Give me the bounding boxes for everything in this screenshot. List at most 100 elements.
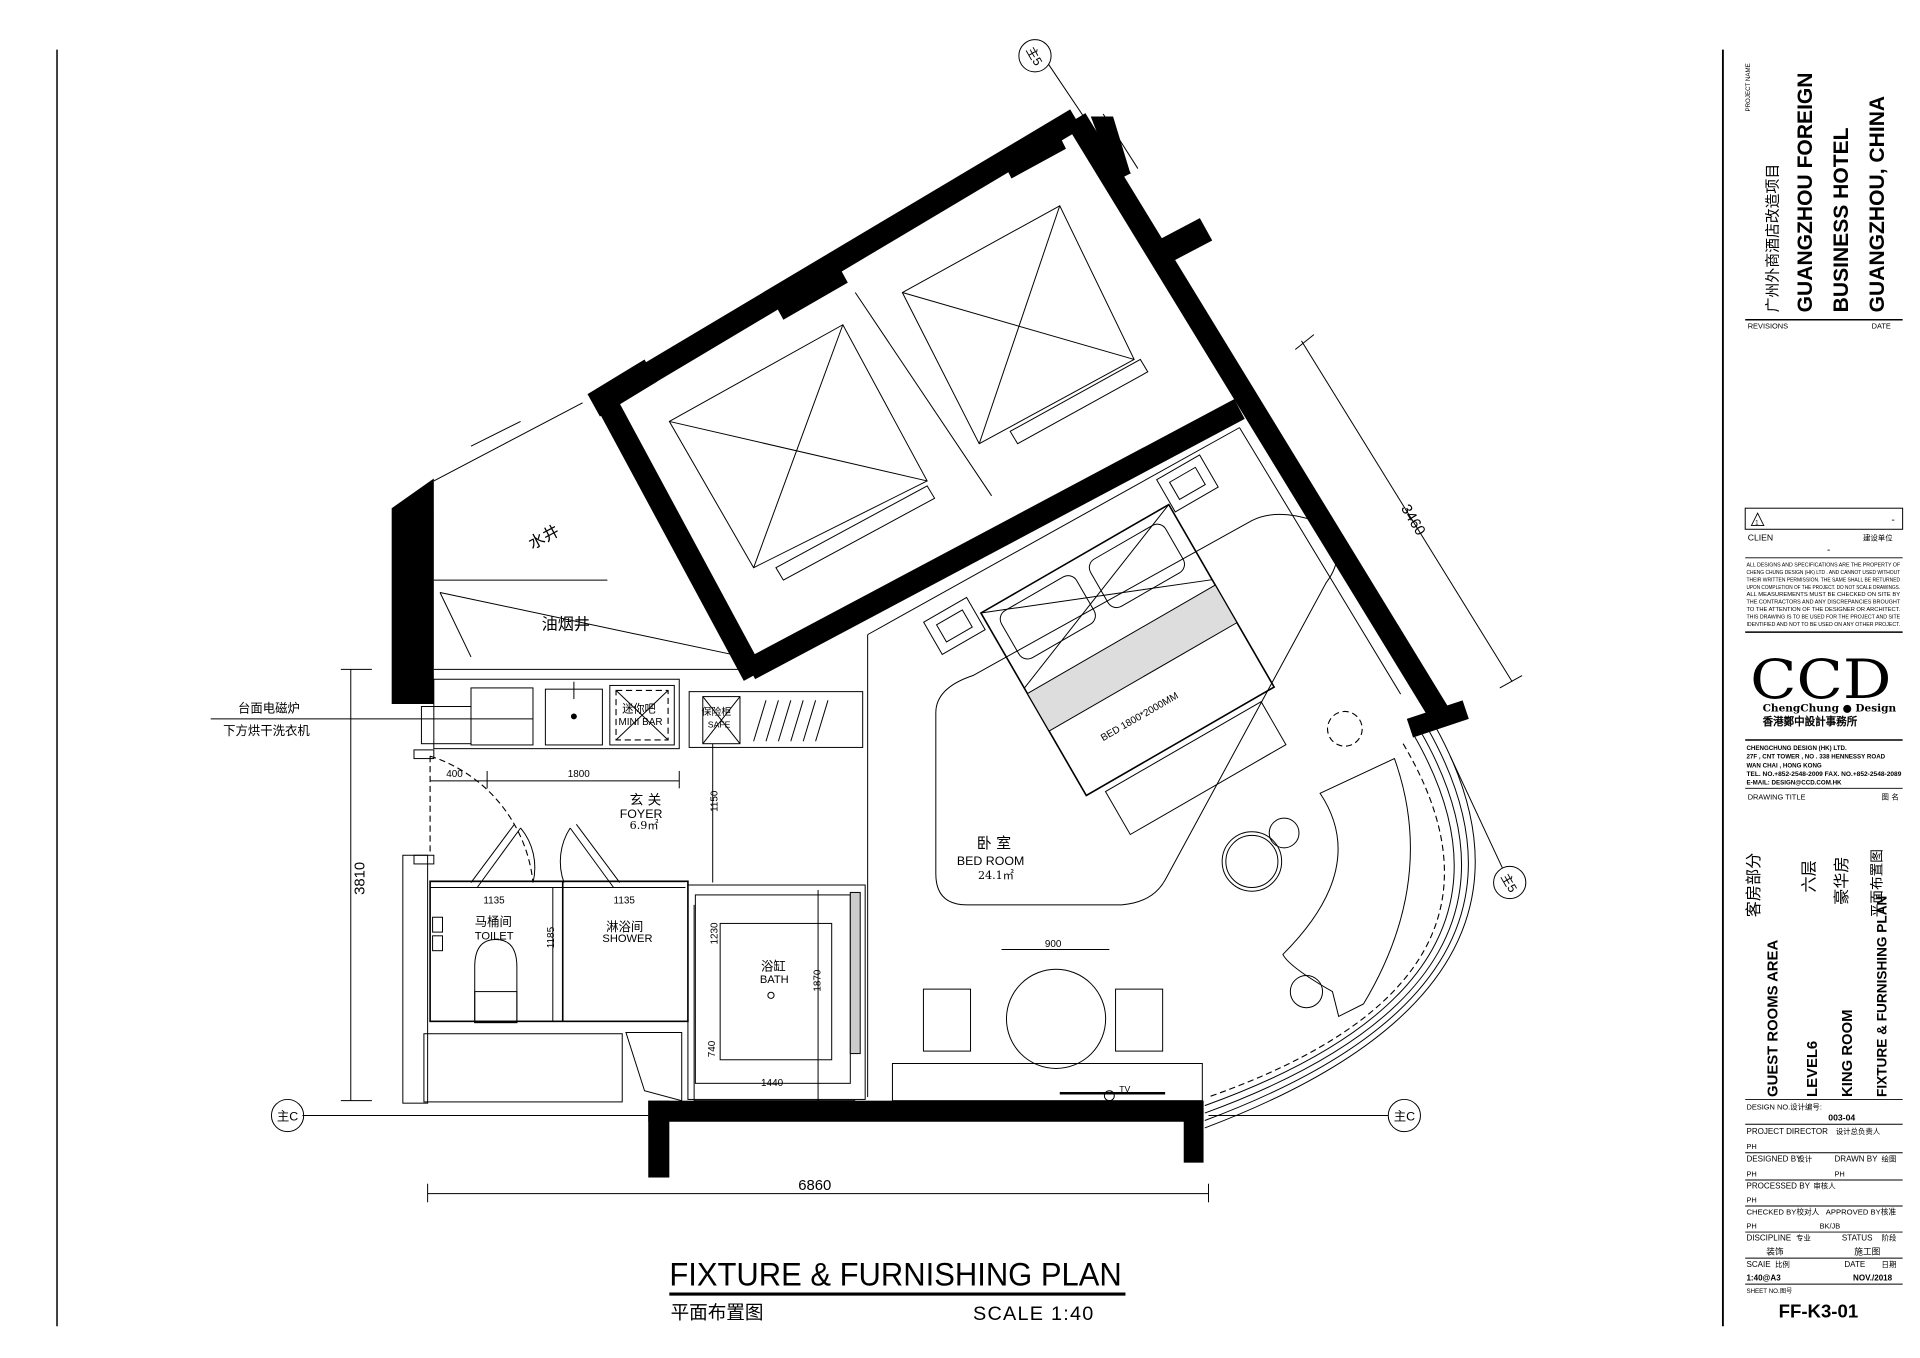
designed-by-label: DESIGNED BY [1746, 1154, 1802, 1163]
revisions-label: REVISIONS [1748, 321, 1788, 330]
svg-text:主C: 主C [277, 1110, 298, 1124]
drawn-by-label: DRAWN BY [1834, 1154, 1878, 1163]
lounge-furniture [891, 710, 1411, 1102]
svg-text:CHENGCHUNG DESIGN (HK) LTD.: CHENGCHUNG DESIGN (HK) LTD. [1746, 745, 1847, 752]
entry-door [413, 749, 534, 883]
svg-text:ALL MEASUREMENTS MUST BE CHECK: ALL MEASUREMENTS MUST BE CHECKED ON SITE… [1746, 592, 1900, 598]
tv-label: TV [1119, 1084, 1130, 1094]
status-label: STATUS [1842, 1234, 1873, 1243]
exhaust-shaft-label: 油烟井 [542, 615, 590, 634]
safe-label: SAFE [708, 720, 731, 730]
grid-bubble-bottom-right: 主C [1387, 1098, 1421, 1133]
grid-bubble-left: 主C [270, 1098, 305, 1133]
sheet-no: FF-K3-01 [1779, 1301, 1858, 1322]
dim-1135-shower: 1135 [614, 896, 636, 907]
svg-text:THEIR WRITTEN PERMISSION. THE: THEIR WRITTEN PERMISSION. THE SAME SHALL… [1746, 577, 1900, 583]
client-value: - [1827, 545, 1830, 556]
discipline-label: DISCIPLINE [1746, 1234, 1791, 1243]
ccd-logo-cn: 香港鄭中設計事務所 [1762, 715, 1858, 728]
drawing-scale: SCALE 1:40 [973, 1303, 1095, 1325]
drawing-title-label: DRAWING TITLE [1748, 792, 1806, 801]
drawing-title-cn-2: 六层 [1800, 860, 1819, 892]
drawn-by: PH [1834, 1169, 1844, 1178]
ccd-logo: CCD [1750, 647, 1891, 711]
bedroom-cn-label: 卧 室 [977, 834, 1012, 852]
status: 施工图 [1854, 1245, 1880, 1257]
bathroom-walls [402, 854, 689, 1104]
drawing-title-cn: 平面布置图 [671, 1303, 764, 1324]
title-block: PROJECT NAME 广州外商酒店改造项目 GUANGZHOU FOREIG… [1721, 49, 1904, 1327]
checked-by: PH [1746, 1221, 1756, 1230]
svg-text:CHENG CHUNG DESIGN (HK) LTD .: CHENG CHUNG DESIGN (HK) LTD . AND CANNOT… [1746, 570, 1900, 576]
date-label: DATE [1844, 1260, 1865, 1269]
drawn-by-cn: 绘图 [1882, 1153, 1897, 1163]
svg-text:THE CONTRACTORS AND ANY DISCRE: THE CONTRACTORS AND ANY DISCREPANCIES BR… [1746, 600, 1900, 606]
foyer-area: 6.9㎡ [630, 819, 659, 832]
designed-by: PH [1746, 1169, 1756, 1178]
dimension-lines [302, 64, 1523, 1203]
sheet-no-cn: 图号 [1780, 1288, 1792, 1295]
dim-900: 900 [1045, 939, 1062, 950]
bed [979, 503, 1287, 836]
dim-1440: 1440 [761, 1078, 784, 1089]
disclaimer: ALL DESIGNS AND SPECIFICATIONS ARE THE P… [1746, 562, 1900, 627]
walls [391, 109, 1469, 1178]
nightstand-left [922, 596, 986, 656]
minibar-label: MINI BAR [619, 717, 663, 728]
scale-cn: 比例 [1775, 1259, 1790, 1269]
dim-1800: 1800 [568, 769, 591, 780]
checked-by-label: CHECKED BY校对人 [1746, 1207, 1819, 1217]
project-line-1: GUANGZHOU FOREIGN [1794, 72, 1817, 312]
drawing-title-cn-label: 图 名 [1882, 791, 1899, 801]
drawing-title-cn-4: 平面布置图 [1870, 849, 1886, 917]
kitchenette-counter [420, 678, 864, 750]
dim-740: 740 [707, 1040, 718, 1057]
shaft-box-1 [668, 324, 936, 581]
svg-text:E-MAIL: DESIGN@CCD.COM.HK: E-MAIL: DESIGN@CCD.COM.HK [1746, 780, 1842, 787]
dim-1230: 1230 [710, 922, 721, 945]
design-no-label: DESIGN NO.设计编号: [1746, 1101, 1821, 1111]
grid-bubble-right: 主5 [1493, 865, 1527, 900]
dim-3460: 3460 [1397, 502, 1428, 539]
project-director: PH [1746, 1142, 1756, 1151]
project-director-cn: 设计总负责人 [1836, 1126, 1881, 1136]
toilet-label: TOILET [475, 931, 514, 943]
drawing-title-en-3: KING ROOM [1840, 1009, 1856, 1097]
curved-window [1204, 726, 1476, 1129]
processed-by-label: PROCESSED BY [1746, 1182, 1810, 1191]
drawing-title-cn-3: 豪华房 [1832, 856, 1851, 904]
foyer-label: FOYER [620, 807, 663, 821]
processed-by-cn: 审核人 [1813, 1181, 1836, 1191]
drawing-title-en-4: FIXTURE & FURNISHING PLAN [1875, 896, 1890, 1097]
drawing-title-cn-1: 客房部分 [1744, 853, 1763, 917]
bath-label: BATH [760, 974, 789, 986]
svg-text:主C: 主C [1394, 1110, 1415, 1124]
drawing-title-en-1: GUEST ROOMS AREA [1765, 940, 1781, 1097]
shower-label: SHOWER [602, 933, 652, 945]
project-line-3: GUANGZHOU, CHINA [1866, 96, 1889, 312]
rug [935, 513, 1338, 906]
svg-text:TEL. NO.+852-2548-2009 FAX. N: TEL. NO.+852-2548-2009 FAX. NO.+852-2548… [1746, 771, 1902, 778]
date-value: NOV./2018 [1853, 1273, 1893, 1282]
revisions-date-label: DATE [1872, 321, 1891, 330]
client-cn: 建设单位 [1863, 532, 1893, 542]
note-line-2: 下方烘干洗衣机 [223, 723, 310, 738]
grid-bubble-top: 主5 [1018, 39, 1052, 73]
project-line-2: BUSINESS HOTEL [1830, 127, 1853, 312]
svg-text:ALL DESIGNS AND SPECIFICATIONS: ALL DESIGNS AND SPECIFICATIONS ARE THE P… [1746, 562, 1900, 568]
bed-label: BED 1800*2000MM [1099, 691, 1180, 744]
bedroom-label: BED ROOM [957, 854, 1024, 868]
svg-text:27F , CNT TOWER , NO . 338 HEN: 27F , CNT TOWER , NO . 338 HENNESSY ROAD [1746, 754, 1885, 761]
bedroom-area: 24.1㎡ [978, 869, 1014, 882]
status-cn: 阶段 [1882, 1233, 1897, 1243]
toilet-fixture [432, 916, 518, 1024]
dim-1135-toilet: 1135 [483, 896, 505, 907]
svg-text:主5: 主5 [1498, 871, 1520, 895]
safe-cn-label: 保险柜 [702, 705, 732, 718]
water-shaft-label: 水井 [525, 521, 562, 553]
svg-text:THIS DRAWING IS TO BE USED FOR: THIS DRAWING IS TO BE USED FOR THE PROJE… [1746, 615, 1900, 621]
discipline-cn: 专业 [1796, 1233, 1811, 1243]
design-no: 003-04 [1828, 1113, 1855, 1123]
designed-by-cn: 设计 [1797, 1153, 1812, 1163]
